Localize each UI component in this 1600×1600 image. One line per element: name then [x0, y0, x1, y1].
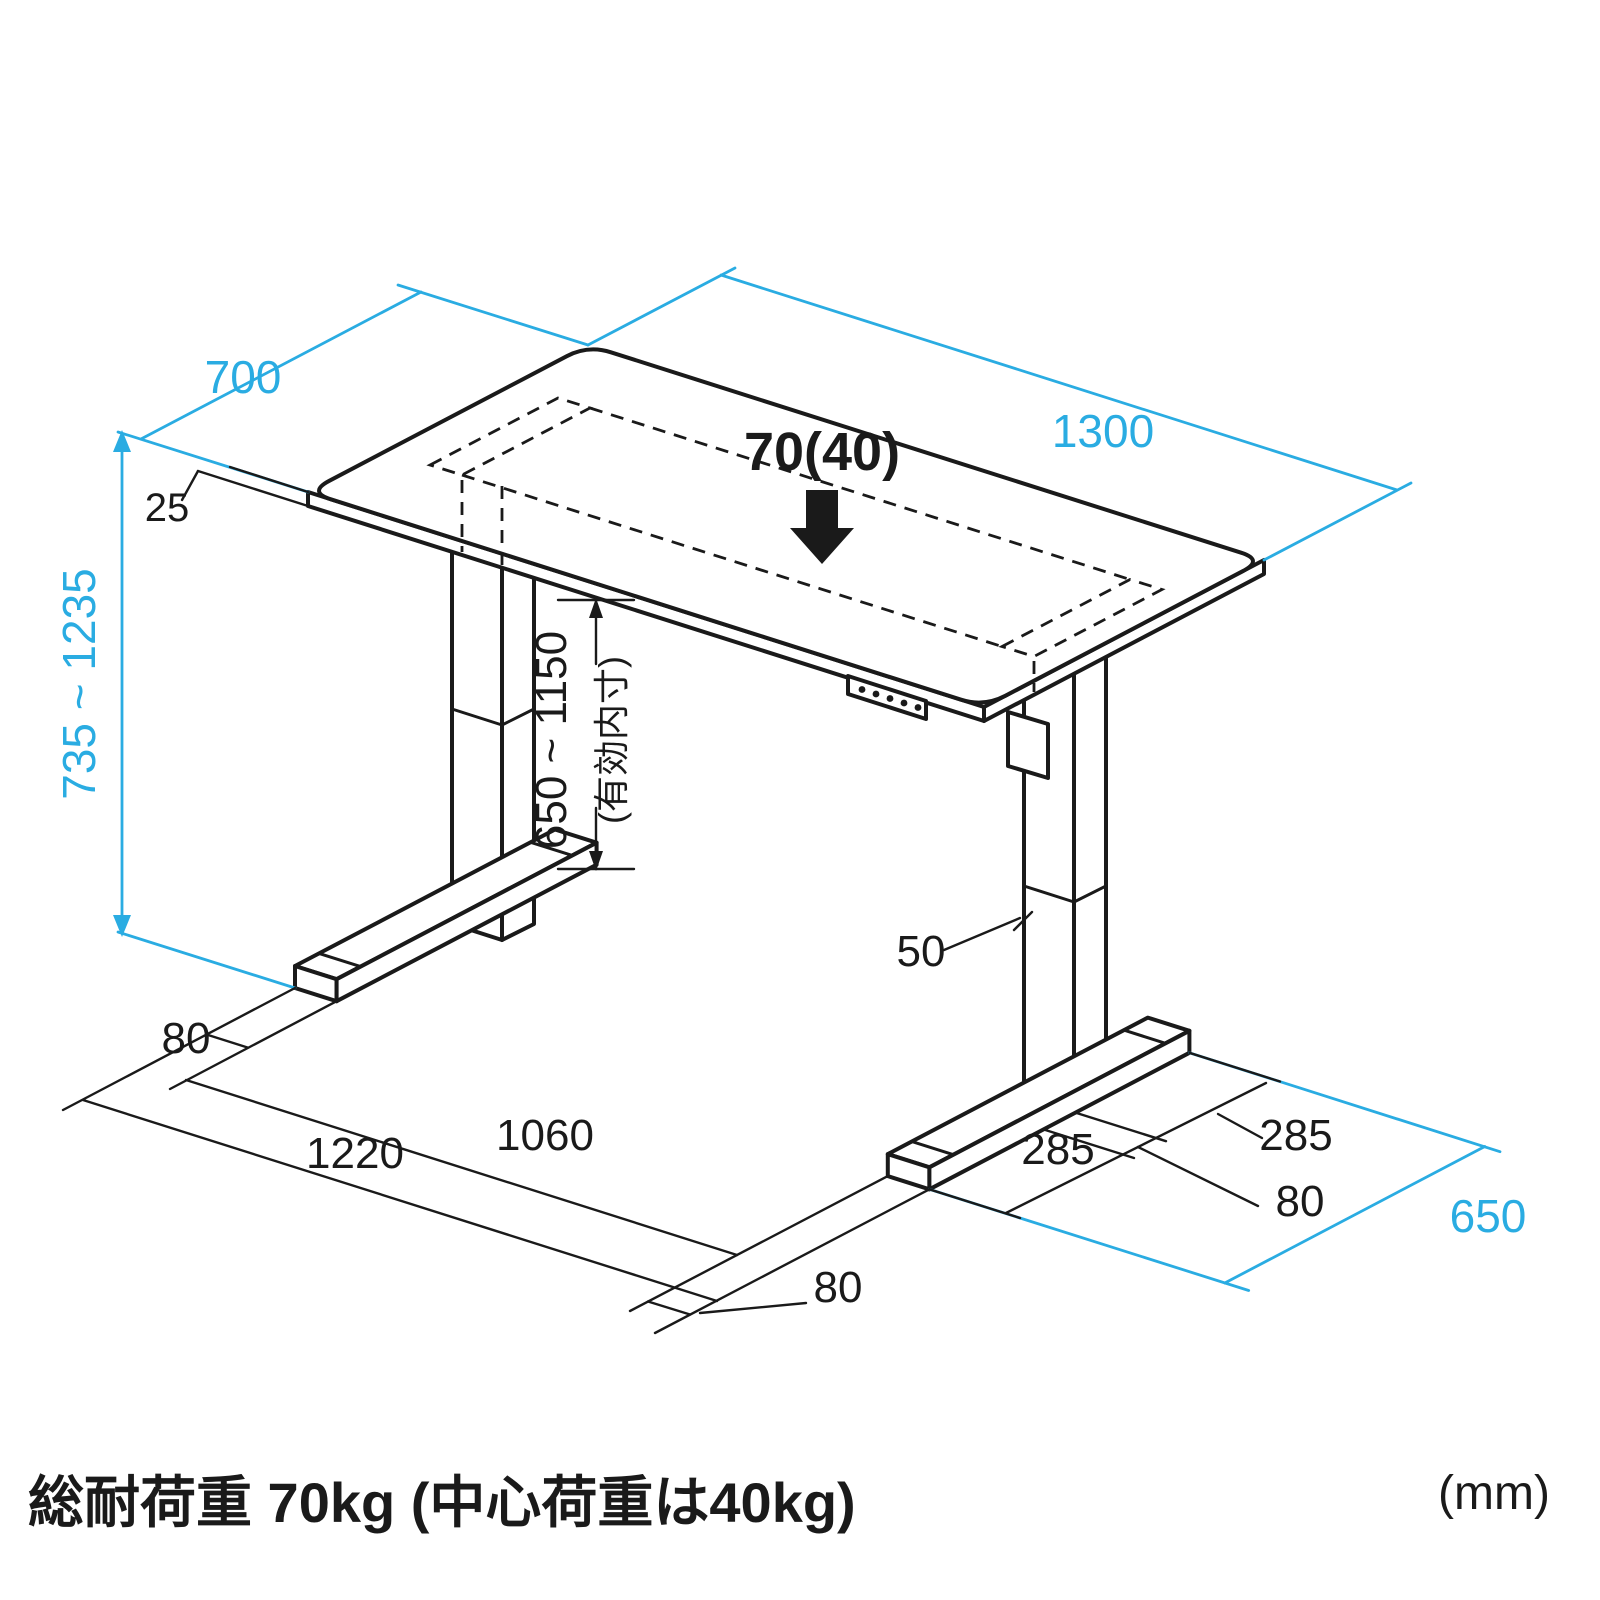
dim-clearance-height: 650 ~ 1150 (有効内寸)	[527, 598, 636, 871]
dim-top-thickness-label: 25	[145, 486, 190, 530]
desk-left-foot	[293, 827, 599, 1004]
load-capacity-annotation: 70(40)	[744, 422, 900, 564]
pad-button-dot	[914, 704, 922, 711]
pad-button-dot	[872, 690, 880, 698]
dim-left-foot-width-label: 80	[162, 1014, 211, 1063]
desk-tabletop	[306, 347, 1266, 723]
dim-clearance-height-label: 650 ~ 1150	[527, 631, 576, 849]
load-capacity-label: 70(40)	[744, 422, 900, 482]
dim-feet-outer-span-label: 1220	[306, 1129, 404, 1178]
dim-foot-segments: 285 285 80	[928, 1051, 1333, 1226]
dim-width-1300: 1300	[586, 266, 1413, 562]
dim-foot-front-segment-label: 285	[1021, 1125, 1094, 1174]
hidden-frame-outline	[426, 396, 1166, 692]
dim-clearance-note-label: (有効内寸)	[591, 656, 632, 824]
dim-foot-column-segment-label: 80	[1276, 1177, 1325, 1226]
load-arrow-icon	[790, 490, 854, 564]
pad-button-dot	[858, 686, 866, 693]
dim-column-width-50: 50	[897, 910, 1034, 976]
control-pad	[846, 674, 928, 721]
dim-foot-length-label: 650	[1450, 1190, 1527, 1242]
controller-box	[1006, 710, 1050, 780]
dim-overall-height-label: 735 ~ 1235	[53, 568, 105, 800]
dim-feet-spans: 80 1060 1220 80	[61, 986, 931, 1335]
dim-feet-inner-span-label: 1060	[496, 1111, 594, 1160]
pad-button-dot	[886, 695, 894, 702]
pad-button-dot	[900, 699, 908, 707]
dim-column-width-label: 50	[897, 927, 946, 976]
dim-depth-label: 700	[205, 351, 282, 403]
dim-overall-height: 735 ~ 1235	[53, 430, 297, 990]
dim-foot-rear-segment-label: 285	[1259, 1111, 1332, 1160]
unit-label: (mm)	[1438, 1467, 1550, 1520]
dim-width-label: 1300	[1052, 405, 1154, 457]
desk-right-foot	[885, 1015, 1192, 1192]
dim-top-thickness-25: 25	[145, 465, 310, 530]
total-load-note: 総耐荷重 70kg (中心荷重は40kg)	[28, 1471, 856, 1534]
desk-right-column	[1022, 634, 1108, 1114]
dim-right-foot-width-label: 80	[814, 1263, 863, 1312]
dim-depth-700: 700	[116, 283, 590, 494]
